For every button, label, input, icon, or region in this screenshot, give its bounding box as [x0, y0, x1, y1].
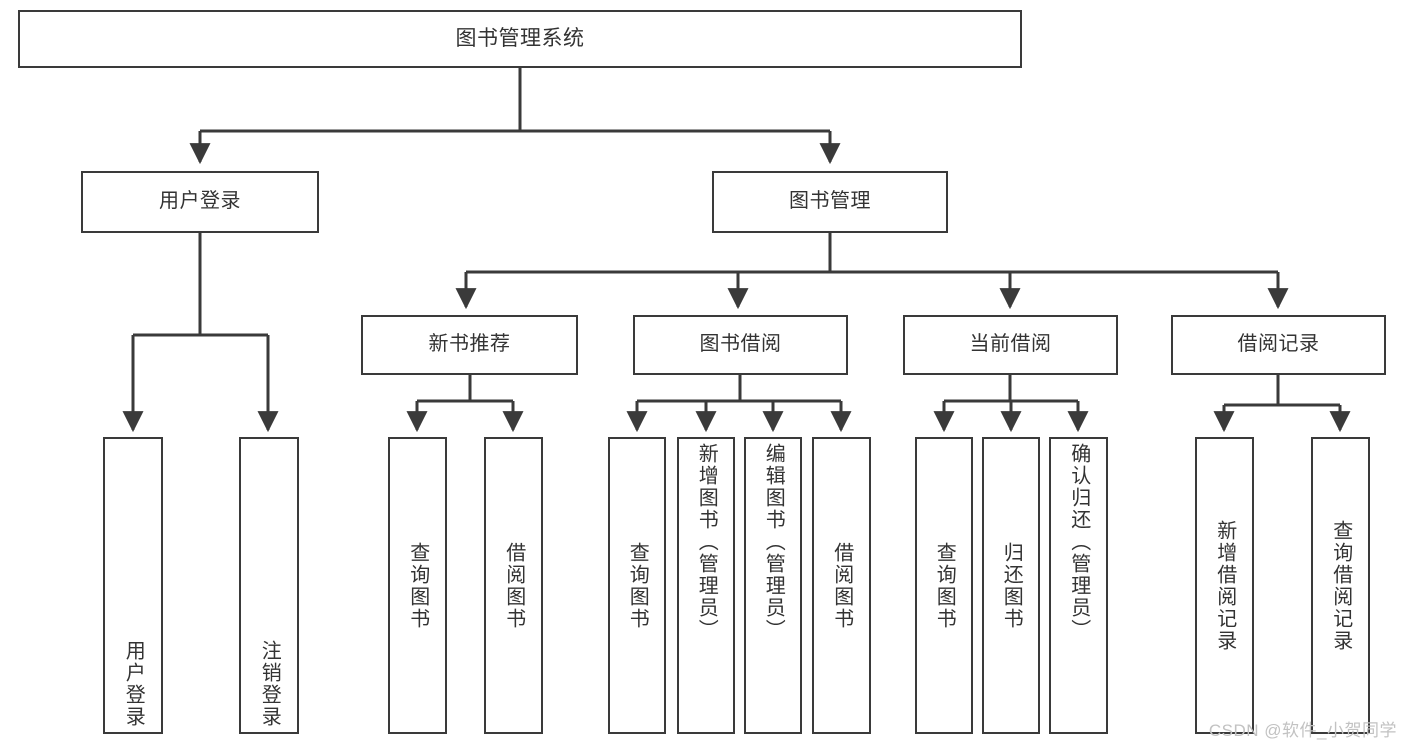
- leaf-borrow-query-book[interactable]: 查询图书: [608, 437, 666, 734]
- leaf-borrow-edit-book-admin[interactable]: 编辑图书（管理员）: [744, 437, 802, 734]
- node-label: 新书推荐: [428, 333, 511, 356]
- node-current-borrow[interactable]: 当前借阅: [903, 315, 1118, 375]
- leaf-record-query-record[interactable]: 查询借阅记录: [1311, 437, 1370, 734]
- node-label: 借阅记录: [1237, 333, 1320, 356]
- node-book-management[interactable]: 图书管理: [712, 171, 948, 233]
- node-label: 归还图书: [1000, 541, 1023, 630]
- node-label: 查询图书: [626, 541, 649, 630]
- watermark-text: CSDN @软件_小贺同学: [1208, 721, 1397, 740]
- node-new-book-recommend[interactable]: 新书推荐: [361, 315, 578, 375]
- node-label: 当前借阅: [969, 333, 1052, 356]
- leaf-recommend-borrow-book[interactable]: 借阅图书: [484, 437, 543, 734]
- node-label: 查询图书: [933, 541, 956, 630]
- node-label: 注销登录: [258, 640, 281, 728]
- leaf-borrow-add-book-admin[interactable]: 新增图书（管理员）: [677, 437, 735, 734]
- node-label: 图书管理: [789, 190, 871, 213]
- node-label: 借阅图书: [502, 541, 525, 630]
- node-label: 确认归还（管理员）: [1067, 443, 1090, 641]
- node-book-borrow[interactable]: 图书借阅: [633, 315, 848, 375]
- leaf-current-confirm-return-admin[interactable]: 确认归还（管理员）: [1049, 437, 1108, 734]
- leaf-recommend-query-book[interactable]: 查询图书: [388, 437, 447, 734]
- node-label: 查询借阅记录: [1329, 519, 1352, 652]
- leaf-current-return-book[interactable]: 归还图书: [982, 437, 1040, 734]
- node-label: 查询图书: [406, 541, 429, 630]
- node-label: 图书管理系统: [455, 26, 585, 50]
- node-label: 借阅图书: [830, 541, 853, 630]
- node-label: 新增图书（管理员）: [695, 443, 718, 641]
- node-user-login[interactable]: 用户登录: [81, 171, 319, 233]
- leaf-borrow-borrow-book[interactable]: 借阅图书: [812, 437, 871, 734]
- node-label: 编辑图书（管理员）: [762, 443, 785, 641]
- node-label: 图书借阅: [699, 333, 782, 356]
- node-label: 用户登录: [122, 640, 145, 728]
- node-borrow-record[interactable]: 借阅记录: [1171, 315, 1386, 375]
- leaf-user-login-login[interactable]: 用户登录: [103, 437, 163, 734]
- node-label: 用户登录: [159, 190, 241, 213]
- node-label: 新增借阅记录: [1213, 519, 1236, 652]
- leaf-record-add-record[interactable]: 新增借阅记录: [1195, 437, 1254, 734]
- leaf-current-query-book[interactable]: 查询图书: [915, 437, 973, 734]
- node-root-system[interactable]: 图书管理系统: [18, 10, 1022, 68]
- leaf-user-login-logout[interactable]: 注销登录: [239, 437, 299, 734]
